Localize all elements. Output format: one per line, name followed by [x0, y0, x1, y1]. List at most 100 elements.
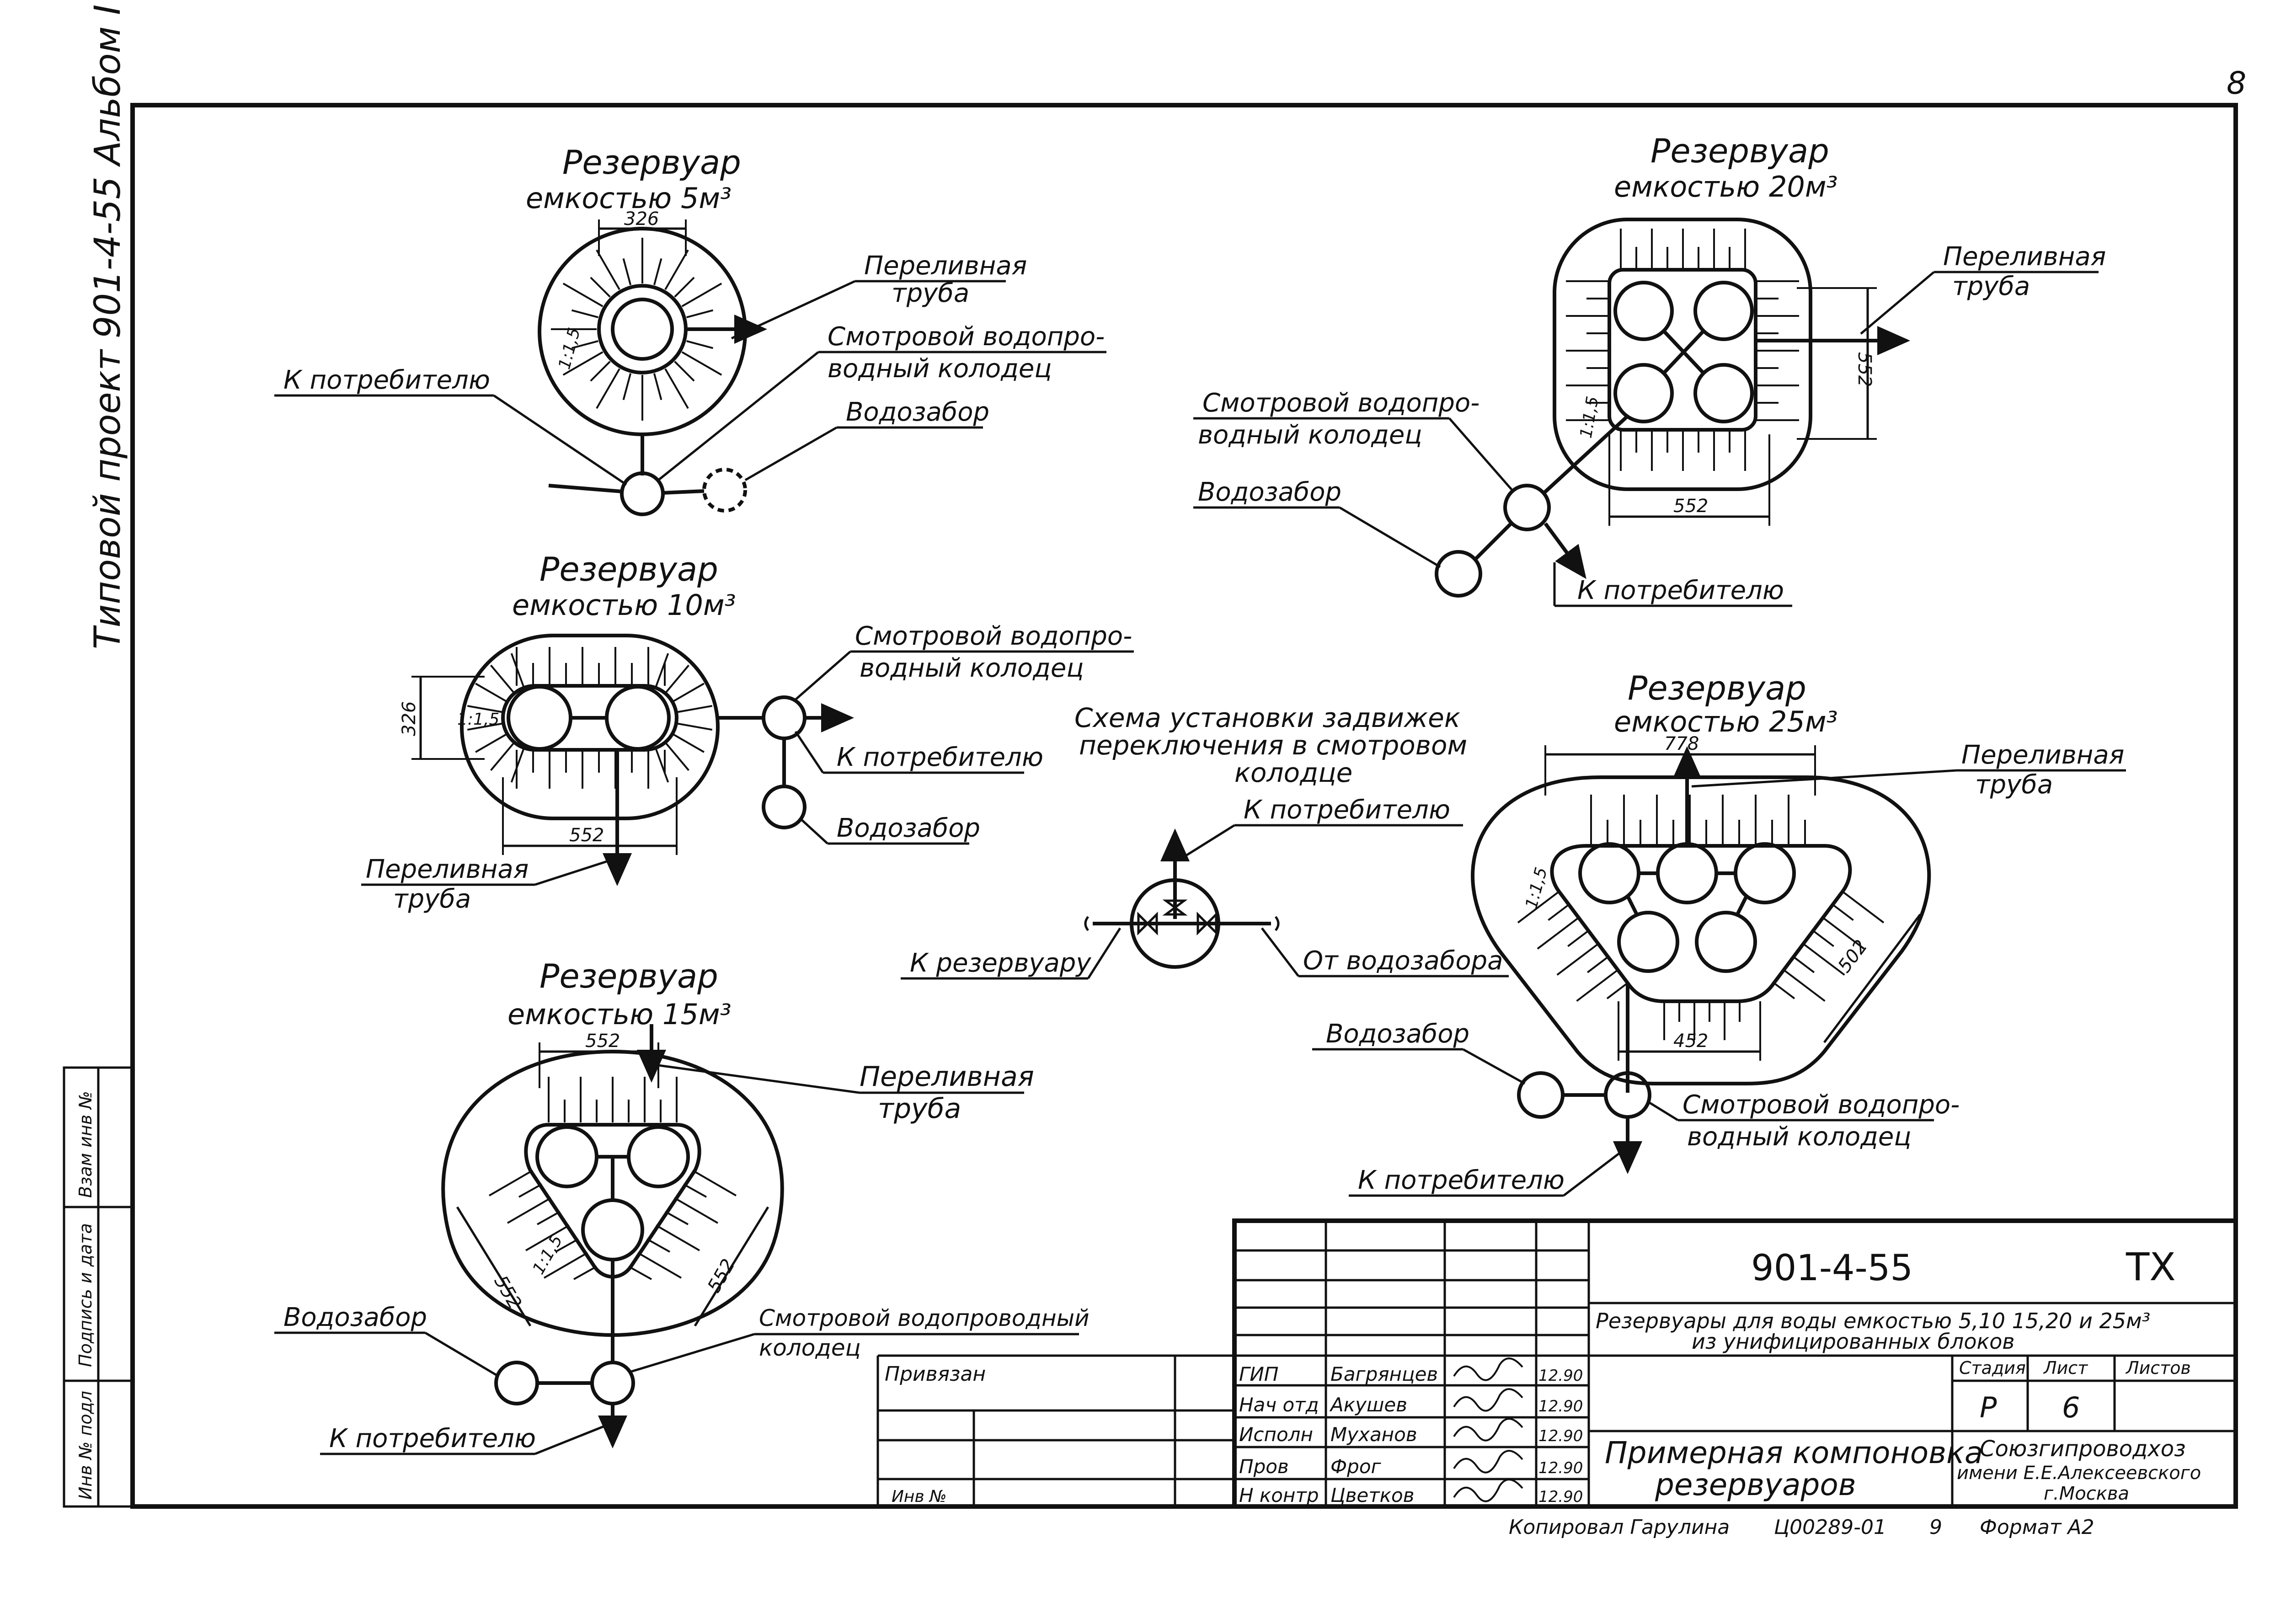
tank-20-well-1: Смотровой водопро-: [1202, 388, 1479, 418]
signature-mark: [1453, 1479, 1523, 1502]
tank-5-capacity: емкостью 5м³: [526, 182, 732, 215]
tank-25-title: Резервуар: [1628, 669, 1806, 707]
slope-tick: [653, 373, 662, 401]
signature-date: 12.90: [1538, 1367, 1583, 1385]
tank-25-well-1: Смотровой водопро-: [1682, 1090, 1960, 1120]
stage-label: Стадия: [1959, 1358, 2026, 1378]
tank-15-capacity: емкостью 15м³: [507, 998, 731, 1031]
slope-tick: [590, 361, 611, 382]
side-stamp: Взам инв № Подпись и дата Инв № подл: [63, 1066, 134, 1508]
tank-10-dim-h: 326: [399, 701, 420, 736]
page-number: 8: [2227, 65, 2246, 102]
drawing-frame: [130, 103, 2238, 1509]
slope-tick: [596, 368, 620, 409]
slope-tick: [1783, 969, 1826, 1002]
slope-tick: [488, 1170, 534, 1197]
binding-label: Привязан: [885, 1362, 986, 1386]
tank-25-intake: Водозабор: [1326, 1019, 1469, 1049]
tank-15-overflow-2: труба: [878, 1093, 961, 1125]
tank-20-overflow-2: труба: [1952, 272, 2030, 301]
project-description-1: Резервуары для воды емкостью 5,10 15,20 …: [1596, 1309, 2150, 1333]
stamp-original-inv: Инв № подл: [75, 1391, 96, 1500]
tank-10-title: Резервуар: [539, 550, 718, 588]
slope-tick: [562, 283, 604, 307]
org-name-1: Союзгипроводхоз: [1980, 1436, 2186, 1462]
tank-20-intake: Водозабор: [1198, 477, 1341, 507]
slope-tick: [1842, 891, 1885, 924]
slope-tick: [681, 283, 722, 307]
tank-25-overflow-2: труба: [1975, 770, 2053, 800]
tank-5m3: Резервуар емкостью 5м³ 326 1:1,5 Перелив…: [274, 143, 1106, 516]
slope-tick: [672, 733, 705, 753]
valve-title-2: переключения в смотровом: [1079, 730, 1467, 761]
slope-tick: [571, 340, 598, 349]
slope-tick: [1793, 956, 1815, 973]
tank-15-well-1: Смотровой водопроводный: [759, 1305, 1090, 1331]
slope-tick: [537, 1211, 561, 1225]
slope-tick: [467, 722, 504, 731]
valve-title-1: Схема установки задвижек: [1074, 702, 1460, 733]
signature-name: Багрянцев: [1330, 1363, 1438, 1385]
slope-tick: [676, 705, 713, 713]
valve-to-tank: К резервуару: [910, 948, 1091, 978]
tank-25-well-2: водный колодец: [1687, 1122, 1911, 1152]
tank-5-consumer: К потребителю: [283, 365, 490, 395]
signature-mark: [1453, 1388, 1523, 1412]
slope-tick: [1517, 891, 1560, 924]
slope-tick: [1606, 982, 1629, 999]
tank-15-intake: Водозабор: [283, 1303, 427, 1332]
slope-tick: [555, 1238, 579, 1253]
tank-5-intake: Водозабор: [846, 397, 989, 427]
project-description-2: из унифицированных блоков: [1692, 1329, 2015, 1354]
slope-tick: [490, 664, 515, 694]
slope-tick: [571, 309, 598, 319]
slope-tick: [562, 351, 604, 376]
tank-10m3: Резервуар емкостью 10м³ 326 1:1,5 552 См…: [361, 550, 1134, 914]
tank-15-overflow-1: Переливная: [860, 1061, 1034, 1093]
tank-25-hatching: [1517, 795, 1885, 1040]
tank-10-well-1: Смотровой водопро-: [855, 621, 1132, 651]
signature-role: Н контр: [1239, 1484, 1319, 1506]
slope-tick: [543, 1252, 588, 1279]
slope-tick: [1556, 943, 1599, 976]
tank-10-consumer: К потребителю: [837, 743, 1043, 772]
org-name-2: имени Е.Е.Алексеевского: [1957, 1463, 2201, 1484]
slope-tick: [674, 361, 695, 382]
footer: Копировал Гарулина Ц00289-01 9 Формат А2: [1509, 1516, 2094, 1539]
slope-tick: [590, 277, 611, 298]
slope-tick: [637, 1252, 682, 1279]
sheet-name-1: Примерная компоновка: [1605, 1435, 1983, 1470]
tank-5-overflow-2: труба: [892, 278, 969, 308]
slope-tick: [681, 351, 722, 376]
side-title: Типовой проект 901-4-55 Альбом I: [87, 5, 128, 649]
slope-tick: [674, 277, 695, 298]
signature-name: Фрог: [1330, 1455, 1382, 1478]
tank-10-well-2: водный колодец: [860, 653, 1084, 683]
tank-10-hatching: [467, 647, 713, 789]
slope-tick: [622, 258, 632, 285]
signature-date: 12.90: [1538, 1459, 1583, 1477]
slope-tick: [525, 1224, 570, 1251]
slope-tick: [676, 722, 713, 731]
slope-tick: [646, 1238, 670, 1253]
tank-15-dim-top: 552: [585, 1031, 620, 1052]
signature-name: Акушев: [1329, 1394, 1407, 1416]
tank-5-well-1: Смотровой водопро-: [828, 322, 1105, 352]
slope-tick: [665, 1211, 689, 1225]
footer-copied: Копировал Гарулина: [1509, 1516, 1730, 1539]
title-block: 901-4-55 ТХ Резервуары для воды емкостью…: [876, 1218, 2238, 1509]
slope-tick: [683, 1183, 707, 1198]
slope-tick: [653, 258, 662, 285]
slope-tick: [490, 742, 515, 771]
sheets-label: Листов: [2125, 1358, 2191, 1378]
tank-20m3: Резервуар емкостью 20м³ 552 552 1:1,5 Пе…: [1193, 132, 2106, 607]
section-code: ТХ: [2126, 1245, 2176, 1289]
slope-tick: [672, 683, 705, 703]
slope-tick: [475, 733, 508, 753]
slope-tick: [1803, 943, 1845, 976]
sheet-value: 6: [2062, 1391, 2080, 1424]
tank-25-capacity: емкостью 25м³: [1614, 705, 1837, 738]
tank-10-capacity: емкостью 10м³: [512, 588, 736, 622]
